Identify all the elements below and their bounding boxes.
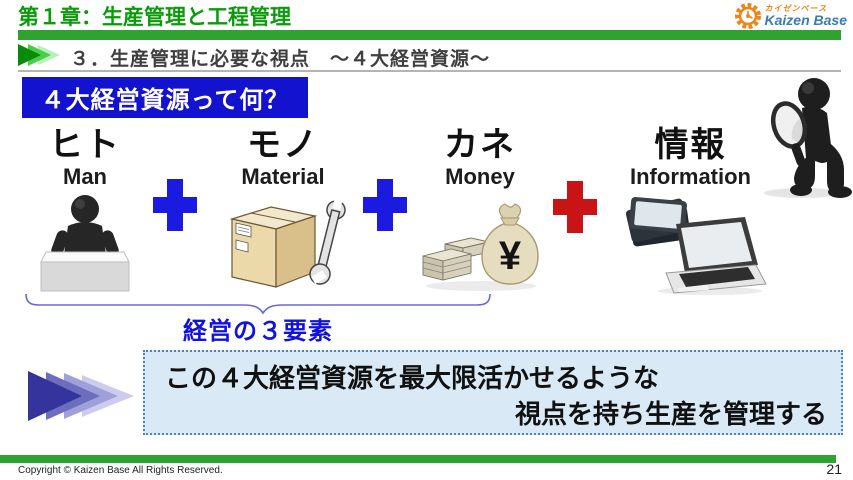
devices-icon (625, 196, 767, 295)
three-elements-label: 経営の３要素 (183, 318, 333, 345)
yen-symbol: ¥ (499, 234, 522, 278)
resource-jp-label: 情報 (654, 126, 727, 164)
question-box: ４大経営資源って何？ (22, 77, 308, 118)
footer-bar (0, 455, 836, 463)
subtitle-underline (18, 70, 841, 72)
conclusion-box: この４大経営資源を最大限活かせるような 視点を持ち生産を管理する (143, 350, 843, 435)
resource-en-label: Man (63, 164, 107, 189)
resource-jp-label: ヒト (49, 126, 121, 164)
person-at-desk-icon (40, 195, 130, 292)
resource-jp-label: モノ (247, 126, 319, 164)
page-title: 第１章：生産管理と工程管理 (18, 6, 291, 29)
plus-icon (363, 179, 407, 231)
logo-jp-text: カイゼンベース (764, 4, 828, 13)
plus-icon (153, 179, 197, 231)
section-subtitle: ３．生産管理に必要な視点 ～４大経営資源～ (70, 49, 491, 70)
resource-jp-label: カネ (444, 126, 516, 164)
triple-arrow-green-icon (18, 44, 60, 66)
resource-money: カネ Money ¥ (415, 126, 545, 299)
logo: カイゼンベース Kaizen Base (734, 2, 847, 30)
copyright-text: Copyright © Kaizen Base All Rights Reser… (18, 465, 223, 476)
conclusion-line1: この４大経営資源を最大限活かせるような (165, 363, 660, 393)
resource-en-label: Information (630, 164, 751, 189)
plus-icon (553, 181, 597, 233)
brace-icon (25, 293, 491, 315)
resource-en-label: Money (445, 164, 515, 189)
header-divider-bar (18, 30, 841, 40)
resource-en-label: Material (241, 164, 325, 189)
resource-information: 情報 Information (613, 126, 768, 301)
magnifier-figure-icon (764, 78, 852, 198)
box-wrench-icon (229, 196, 346, 288)
conclusion-line2: 視点を持ち生産を管理する (514, 399, 827, 429)
page-number: 21 (826, 461, 842, 477)
logo-en-text: Kaizen Base (764, 12, 847, 28)
resource-material: モノ Material (218, 126, 348, 299)
triple-arrow-blue-icon (28, 371, 134, 421)
money-bag-icon: ¥ (422, 203, 539, 291)
logo-text: カイゼンベース Kaizen Base (764, 4, 847, 28)
resource-man: ヒト Man (25, 126, 145, 299)
gear-icon (734, 3, 761, 29)
